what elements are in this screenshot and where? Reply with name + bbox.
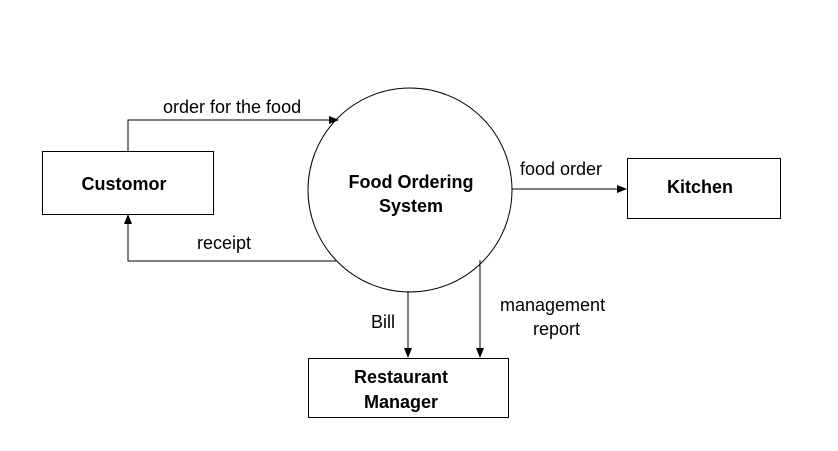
kitchen-box: [627, 158, 781, 219]
flow-report-label-line1: management: [500, 295, 605, 315]
flow-order: order for the food: [127, 97, 339, 151]
flow-report-label-line2: report: [533, 319, 580, 339]
customer-box: [42, 151, 214, 215]
flow-bill: Bill: [371, 291, 412, 358]
customer-entity: Customor: [42, 151, 214, 215]
flow-order-label: order for the food: [163, 97, 301, 117]
process-label-line1: Food Ordering: [349, 172, 474, 192]
kitchen-label: Kitchen: [667, 177, 733, 197]
customer-label: Customor: [82, 174, 167, 194]
flow-receipt-arrow: [124, 214, 336, 262]
manager-entity: Restaurant Manager: [308, 358, 509, 418]
process-label-line2: System: [379, 196, 443, 216]
process-circle: [307, 87, 513, 293]
flow-management-report: management report: [476, 260, 605, 358]
flow-food-order: food order: [512, 159, 627, 193]
flow-bill-label: Bill: [371, 312, 395, 332]
process-node: Food Ordering System: [307, 87, 513, 293]
manager-label-line1: Restaurant: [354, 367, 448, 387]
flow-food-order-label: food order: [520, 159, 602, 179]
kitchen-entity: Kitchen: [627, 158, 781, 219]
manager-label-line2: Manager: [364, 392, 438, 412]
flow-order-arrow: [127, 116, 339, 151]
manager-box: [308, 358, 509, 418]
flow-receipt-label: receipt: [197, 233, 251, 253]
flow-receipt: receipt: [124, 214, 336, 262]
